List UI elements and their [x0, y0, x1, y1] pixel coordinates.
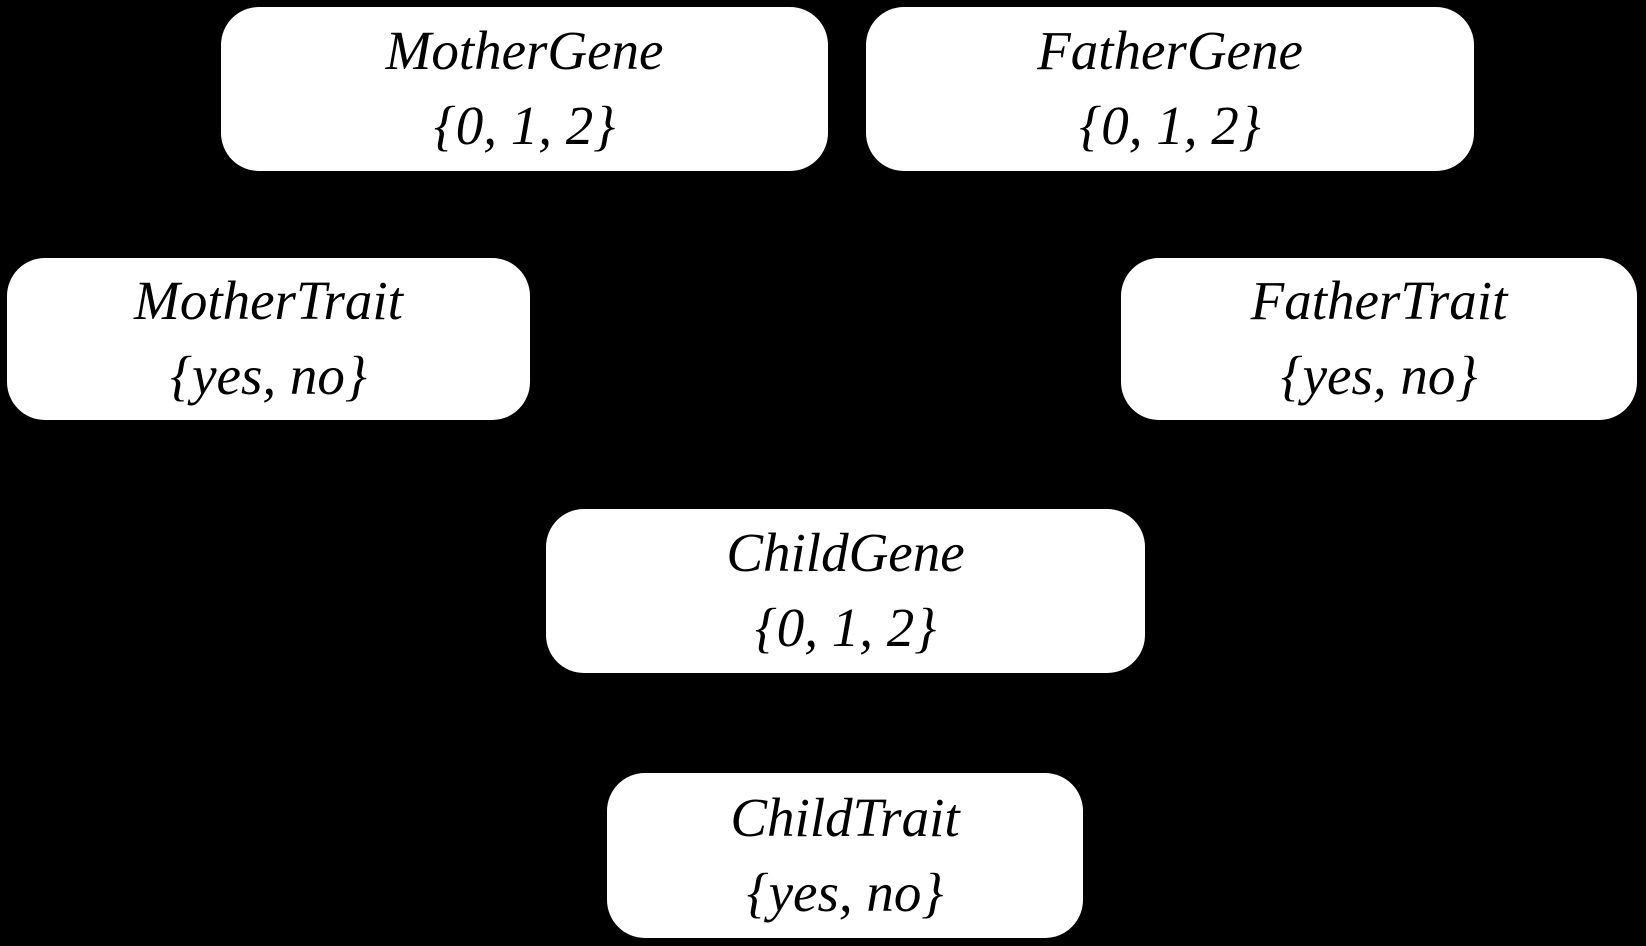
node-domain-values: {0, 1, 2} — [1079, 95, 1261, 156]
node-domain-values: {yes, no} — [746, 861, 944, 923]
node-domain-values: {yes, no} — [1280, 345, 1478, 406]
node-mother-trait: MotherTrait {yes, no} — [7, 258, 530, 420]
node-name-label: MotherTrait — [134, 270, 403, 332]
node-father-trait: FatherTrait {yes, no} — [1121, 258, 1637, 420]
node-domain-values: {0, 1, 2} — [433, 95, 616, 156]
node-name-label: MotherGene — [385, 20, 664, 82]
node-name-label: ChildTrait — [730, 786, 960, 848]
node-domain-values: {0, 1, 2} — [754, 597, 937, 658]
node-father-gene: FatherGene {0, 1, 2} — [866, 7, 1474, 171]
node-name-label: FatherGene — [1037, 20, 1303, 82]
node-mother-gene: MotherGene {0, 1, 2} — [221, 7, 828, 171]
node-child-gene: ChildGene {0, 1, 2} — [546, 509, 1145, 673]
node-domain-values: {yes, no} — [170, 345, 367, 406]
node-name-label: FatherTrait — [1250, 270, 1508, 332]
node-name-label: ChildGene — [726, 522, 965, 584]
node-child-trait: ChildTrait {yes, no} — [607, 773, 1083, 938]
